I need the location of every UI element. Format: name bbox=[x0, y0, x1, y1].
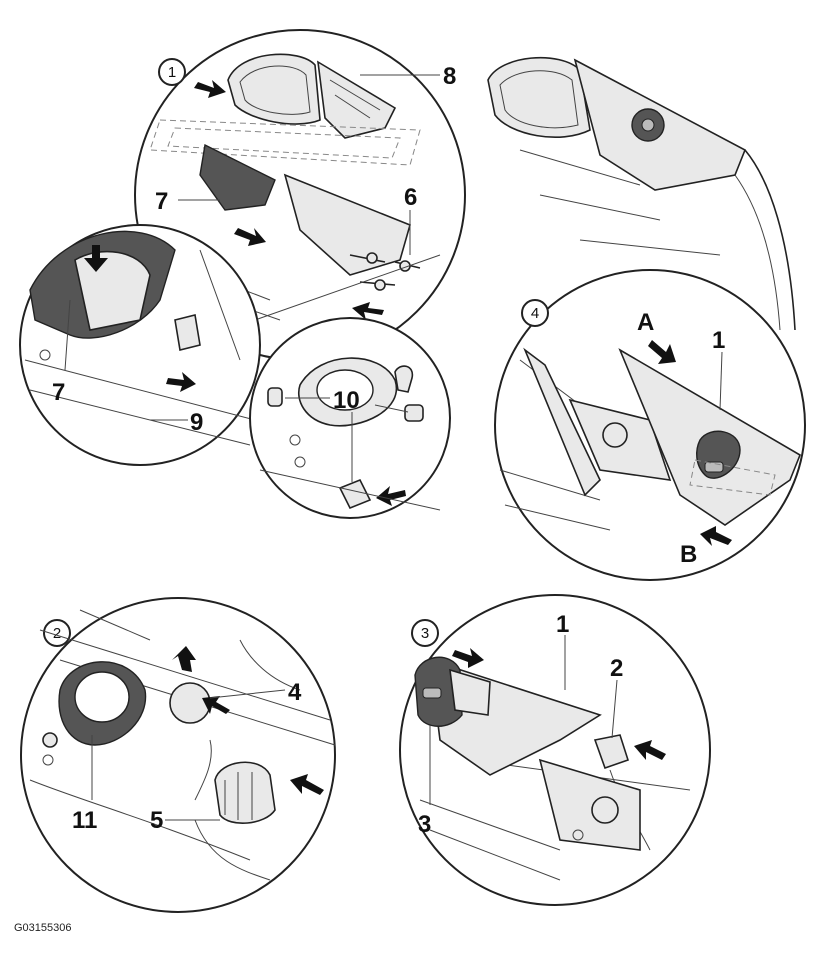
step-4-detail: 4 1 A B bbox=[494, 269, 806, 581]
step-1-number: 1 bbox=[168, 64, 176, 81]
callout-3: 3 bbox=[418, 811, 431, 838]
overview-mirror-assembled bbox=[487, 56, 796, 331]
callout-5: 5 bbox=[150, 807, 163, 834]
figure-id: G03155306 bbox=[14, 922, 72, 934]
step-1-subdetail-clip: 9 7 bbox=[19, 224, 261, 466]
step-3-detail: 3 1 2 3 bbox=[399, 594, 711, 906]
step-2-detail: 2 4 5 11 bbox=[20, 597, 336, 913]
callout-11: 11 bbox=[72, 807, 97, 834]
step-3-number: 3 bbox=[421, 625, 429, 642]
callout-7-bottom: 7 bbox=[52, 379, 65, 406]
callout-B: B bbox=[680, 541, 697, 568]
callout-9: 9 bbox=[190, 409, 203, 436]
callout-1-bottom: 1 bbox=[556, 611, 569, 638]
callout-4: 4 bbox=[288, 679, 302, 706]
step-2-number: 2 bbox=[53, 625, 61, 642]
step-1-subdetail-grommet: 10 bbox=[249, 317, 451, 519]
callout-10: 10 bbox=[333, 387, 360, 414]
step-4-number: 4 bbox=[531, 305, 539, 322]
callout-2: 2 bbox=[610, 655, 623, 682]
callout-A: A bbox=[637, 309, 654, 336]
callout-8: 8 bbox=[443, 63, 456, 90]
callout-1-right: 1 bbox=[712, 327, 725, 354]
callout-6: 6 bbox=[404, 184, 417, 211]
callout-7-top: 7 bbox=[155, 188, 168, 215]
